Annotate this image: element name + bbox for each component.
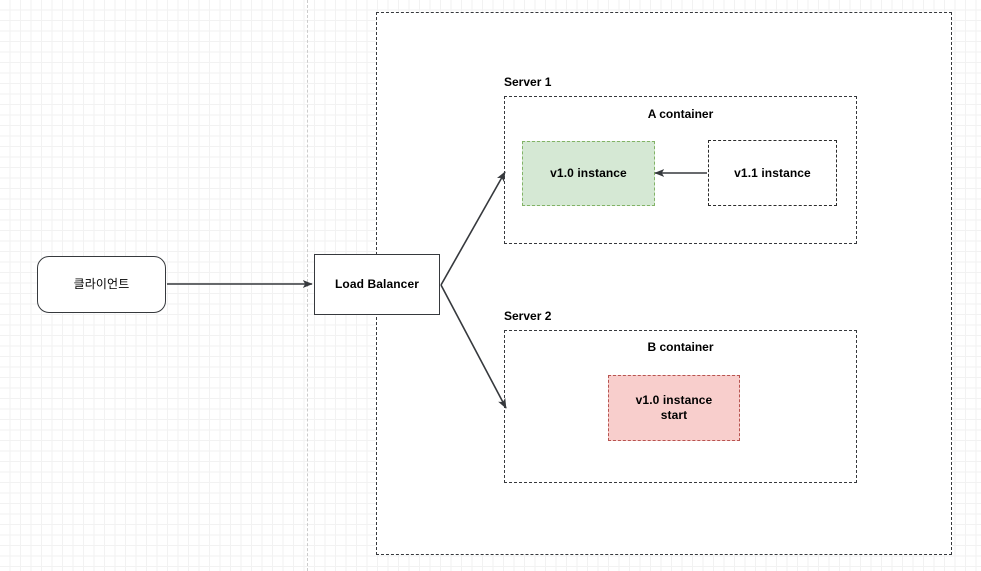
v10-instance-b-node[interactable]: v1.0 instance start xyxy=(608,375,740,441)
load-balancer-node[interactable]: Load Balancer xyxy=(314,254,440,315)
v10-instance-a-label: v1.0 instance xyxy=(550,166,627,180)
client-node[interactable]: 클라이언트 xyxy=(37,256,166,313)
v10-instance-a-node[interactable]: v1.0 instance xyxy=(522,141,655,206)
v10-instance-b-label-line2: start xyxy=(660,408,688,422)
load-balancer-node-label: Load Balancer xyxy=(335,277,419,291)
client-node-label: 클라이언트 xyxy=(73,277,130,291)
server1-label: Server 1 xyxy=(504,75,552,89)
container-a-box[interactable] xyxy=(504,96,857,244)
server2-label: Server 2 xyxy=(504,309,552,323)
v11-instance-node[interactable]: v1.1 instance xyxy=(708,140,837,206)
container-a-title: A container xyxy=(647,107,714,121)
v11-instance-label: v1.1 instance xyxy=(734,165,811,180)
v10-instance-b-label-line1: v1.0 instance xyxy=(635,393,713,407)
page-break-line-left xyxy=(307,0,308,571)
container-b-title: B container xyxy=(647,340,714,354)
